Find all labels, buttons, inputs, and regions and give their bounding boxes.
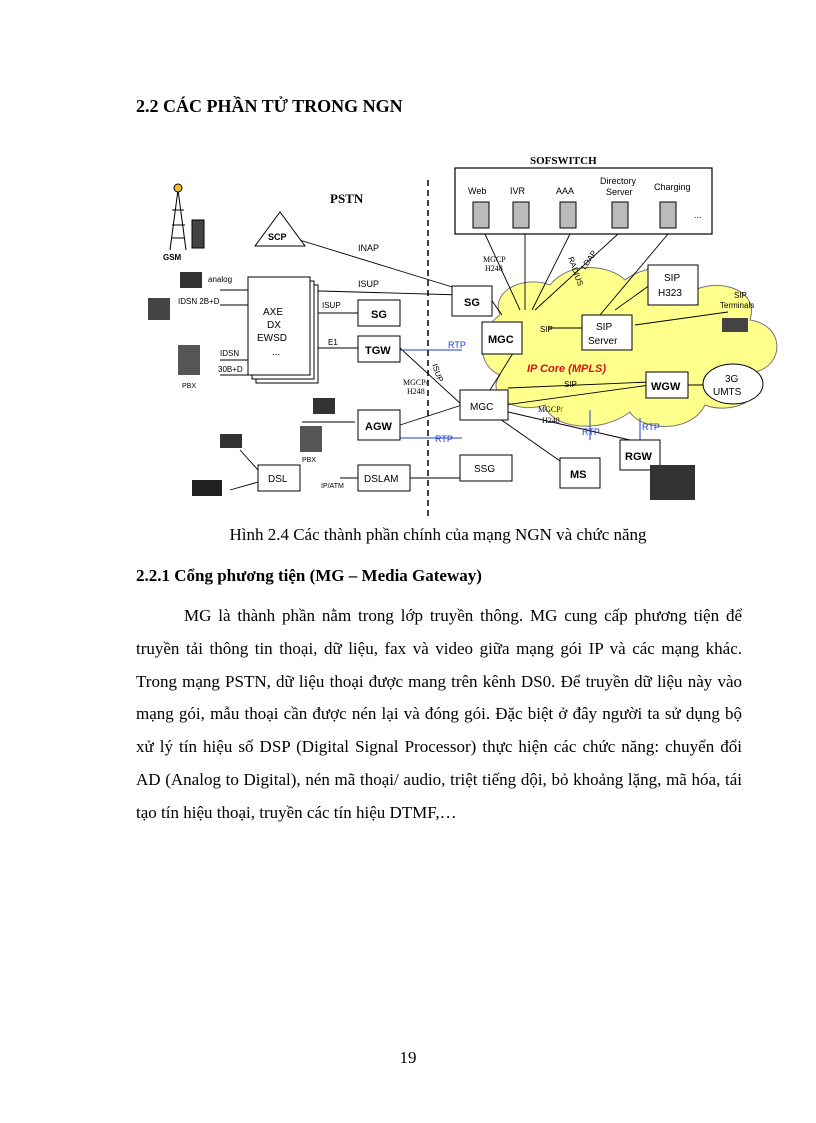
sip-h323-label-1: SIP	[664, 273, 680, 284]
aaa-label: AAA	[556, 186, 574, 196]
umts-label-1: 3G	[725, 374, 739, 385]
ip-core-label: IP Core (MPLS)	[527, 363, 606, 375]
isup-label-2: ISUP	[322, 301, 341, 310]
sip-label-1: SIP	[540, 325, 553, 334]
umts-cloud	[702, 363, 764, 405]
switch-ewsd-label: EWSD	[257, 333, 287, 344]
sg-box	[451, 285, 493, 317]
ms-box	[559, 457, 601, 489]
mgcp-h248-2a: MGCP/	[403, 378, 429, 387]
softswitch-box	[454, 167, 713, 235]
sip-label-2: SIP	[564, 380, 577, 389]
sip-server-box	[581, 314, 633, 351]
rtp-label-2: RTP	[435, 434, 453, 444]
dslam-label: DSLAM	[364, 474, 398, 485]
agw-label: AGW	[365, 421, 393, 433]
sg-small-label: SG	[371, 309, 387, 321]
web-label: Web	[468, 186, 486, 196]
switch-axe-label: AXE	[263, 307, 283, 318]
ssg-box	[459, 454, 513, 482]
scp-label: SCP	[268, 232, 287, 242]
pbx-icon-2	[300, 426, 322, 452]
sip-h323-box	[647, 264, 699, 306]
rtp-label-3: RTP	[582, 427, 600, 437]
laptop-icon	[192, 480, 222, 496]
figure-caption: Hình 2.4 Các thành phần chính của mạng N…	[229, 525, 647, 544]
mgc-mid-box	[459, 389, 509, 421]
aaa-server-icon	[559, 201, 577, 229]
server-label: Server	[606, 187, 633, 197]
ms-label: MS	[570, 469, 587, 481]
mgcp-h248-3a: MGCP/	[538, 405, 564, 414]
rtp-label-4: RTP	[642, 422, 660, 432]
directory-server-icon	[611, 201, 629, 229]
wgw-box	[645, 371, 689, 399]
dsl-box	[257, 464, 301, 492]
sip-terminals-label-2: Terminals	[720, 301, 754, 310]
ssg-label: SSG	[474, 464, 495, 475]
mgcp-h248-1a: MGCP	[483, 255, 506, 264]
phone-icon-2	[220, 434, 242, 448]
phone-icon	[313, 398, 335, 414]
mgcp-h248-1b: H248	[485, 264, 503, 273]
gsm-tower-icon	[169, 183, 205, 251]
wgw-label: WGW	[651, 381, 681, 393]
scp-node	[254, 211, 306, 247]
ngn-architecture-diagram: SOFSWITCH Web IVR AAA Directory Server C…	[148, 155, 778, 518]
dsl-label: DSL	[268, 474, 288, 485]
charging-label: Charging	[654, 182, 691, 192]
gsm-label: GSM	[163, 253, 182, 262]
softswitch-dots: ...	[694, 210, 702, 220]
pbx-icon	[178, 345, 200, 375]
subsection-heading: 2.2.1 Cổng phương tiện (MG – Media Gatew…	[136, 566, 482, 585]
umts-label-2: UMTS	[713, 387, 742, 398]
directory-label: Directory	[600, 176, 637, 186]
pbx-label-2: PBX	[302, 457, 316, 464]
idsn-30bd-label: 30B+D	[218, 365, 243, 374]
isup-label-3: ISUP	[430, 363, 445, 384]
switch-dots-label: ...	[272, 347, 280, 358]
mgcp-h248-3b: H248	[542, 416, 560, 425]
analog-label: analog	[208, 275, 232, 284]
web-server-icon	[472, 201, 490, 229]
sip-server-label-2: Server	[588, 336, 618, 347]
pstn-switch-box	[247, 276, 311, 376]
rtp-label-1: RTP	[448, 340, 466, 350]
switch-dx-label: DX	[267, 320, 281, 331]
pbx-label: PBX	[182, 383, 196, 390]
e1-label: E1	[328, 338, 338, 347]
isup-label-1: ISUP	[358, 279, 379, 289]
sip-terminals-label-1: SIP	[734, 291, 747, 300]
agw-box	[357, 409, 401, 441]
ip-atm-label: IP/ATM	[321, 483, 344, 490]
ivr-label: IVR	[510, 186, 526, 196]
page-number: 19	[399, 1048, 417, 1067]
rgw-label: RGW	[625, 451, 653, 463]
inap-label: INAP	[358, 243, 379, 253]
mgc-top-box	[481, 321, 523, 355]
charging-server-icon	[659, 201, 677, 229]
mgc-mid-label: MGC	[470, 402, 493, 413]
idsn-2bd-label: IDSN 2B+D	[178, 297, 220, 306]
sg-label: SG	[464, 297, 480, 309]
body-paragraph: MG là thành phần nằm trong lớp truyền th…	[136, 606, 742, 822]
sip-server-label-1: SIP	[596, 322, 612, 333]
sg-small-box	[357, 299, 401, 327]
building-icon	[650, 465, 695, 500]
idsn-label: IDSN	[220, 349, 239, 358]
computer-icon	[148, 298, 170, 320]
dslam-box	[357, 464, 411, 492]
mgc-top-label: MGC	[488, 334, 514, 346]
tgw-label: TGW	[365, 345, 391, 357]
sip-phone-icon	[722, 318, 748, 332]
section-heading: 2.2 CÁC PHẦN TỬ TRONG NGN	[136, 96, 403, 116]
analog-phone-icon	[180, 272, 202, 288]
ivr-server-icon	[512, 201, 530, 229]
softswitch-label: SOFSWITCH	[530, 155, 597, 167]
sip-h323-label-2: H323	[658, 288, 682, 299]
tgw-box	[357, 335, 401, 363]
pstn-label: PSTN	[330, 191, 364, 206]
mgcp-h248-2b: H248	[407, 387, 425, 396]
